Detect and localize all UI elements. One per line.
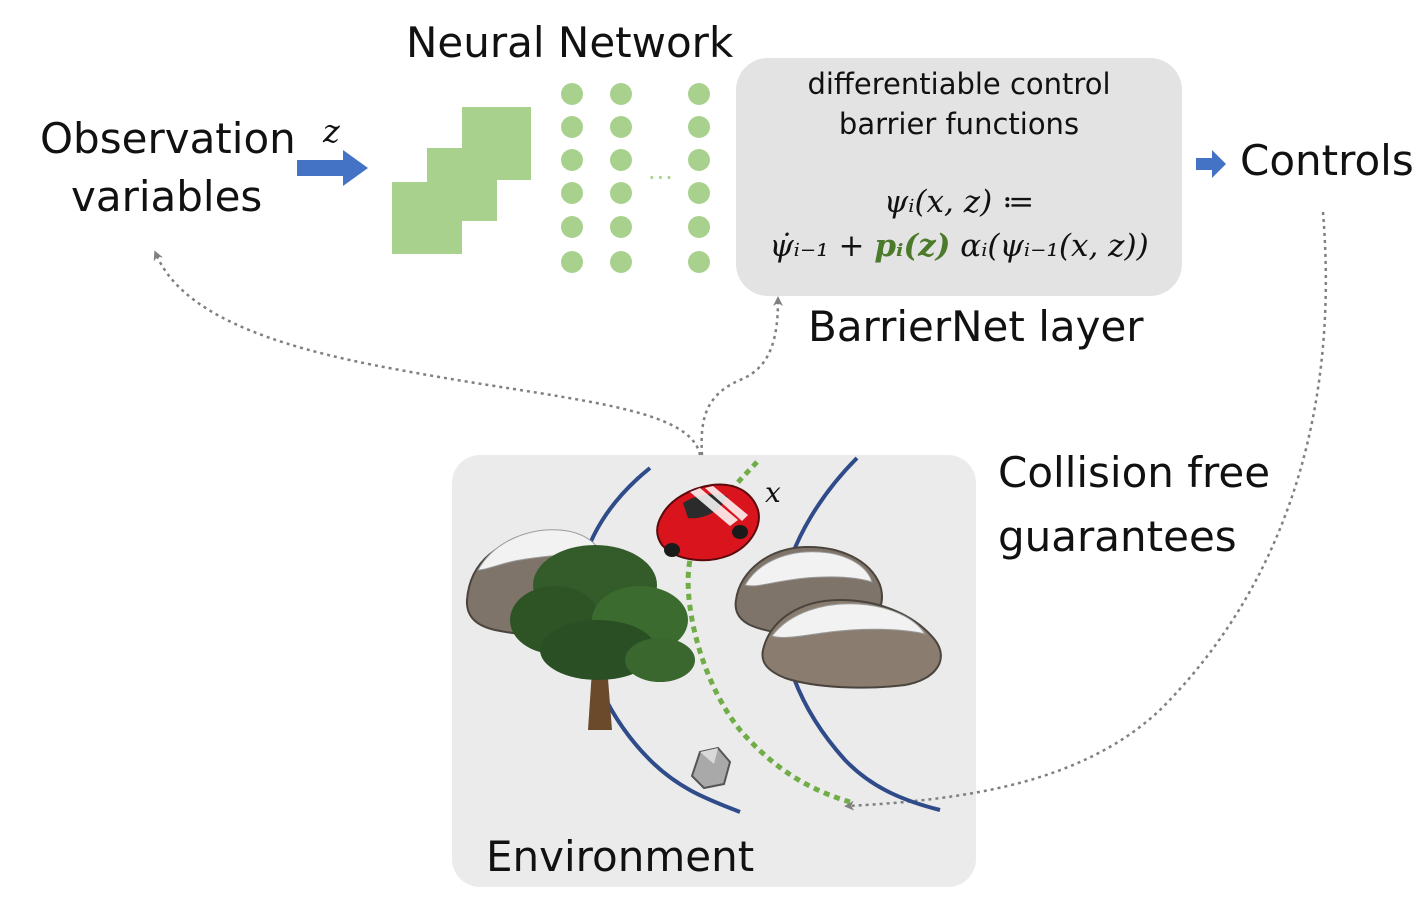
equation-line2: ψ̇ᵢ₋₁ + pᵢ(z) αᵢ(ψᵢ₋₁(x, z)) [736,228,1182,264]
layer-ellipsis: ··· [648,164,674,192]
equation-line2-suffix: αᵢ(ψᵢ₋₁(x, z)) [950,228,1149,264]
collision-label-line2: guarantees [998,512,1237,561]
feedback-to-observation-arrow [153,250,702,456]
red-car-icon [656,483,760,562]
stone-icon [690,746,732,790]
observation-label-line1: Observation [40,114,296,163]
barriernet-layer-label: BarrierNet layer [808,302,1144,351]
barriernet-box [736,58,1182,296]
dense-layers-icon [561,83,710,273]
equation-line2-prefix: ψ̇ᵢ₋₁ + [769,228,875,264]
observation-label-line2: variables [71,172,263,221]
tree-icon [510,545,695,730]
neural-network-label: Neural Network [406,18,734,67]
cbf-title-line2: barrier functions [838,107,1080,141]
conv-layers-icon [392,107,531,254]
equation-param-p: pᵢ(z) [874,228,951,264]
controls-to-environment-arrow [844,211,1328,811]
snowy-rocks-right-icon [734,545,942,689]
input-arrow-icon [297,150,368,186]
z-symbol: z [323,112,340,150]
collision-label-line1: Collision free [998,448,1271,497]
feedback-to-barriernet-arrow [700,296,783,456]
equation-line1: ψᵢ(x, z) ≔ [883,184,1035,220]
controls-label: Controls [1240,136,1414,185]
output-arrow-icon [1196,150,1226,178]
environment-label: Environment [486,832,755,881]
cbf-title-line1: differentiable control [807,67,1111,101]
x-symbol: x [765,476,781,509]
